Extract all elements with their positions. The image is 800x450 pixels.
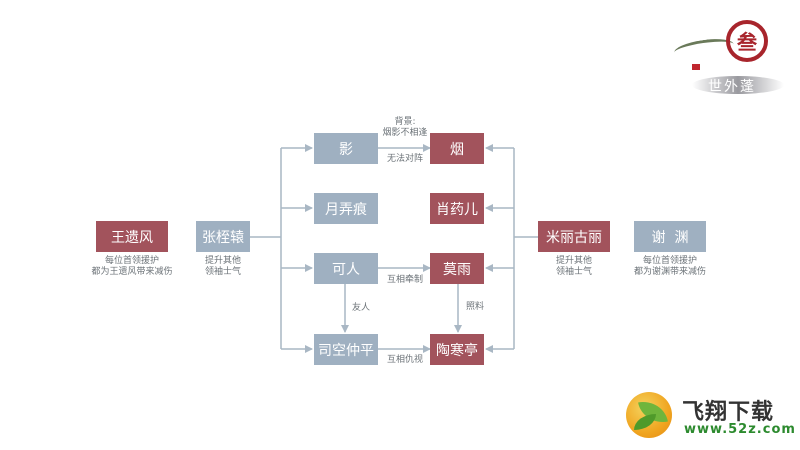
note-zhang: 提升其他 领袖士气 (193, 256, 253, 278)
note-zhang-line1: 提升其他 (204, 256, 241, 266)
node-mili-guli: 米丽古丽 (538, 221, 610, 252)
node-ke-ren: 可人 (314, 253, 378, 284)
label-background-line1: 背景: (394, 117, 416, 127)
logo-seal-ring (726, 20, 768, 62)
label-background: 背景: 烟影不相逢 (370, 117, 440, 139)
note-mili: 提升其他 领袖士气 (544, 256, 604, 278)
logo-subtitle: 世外蓬 (708, 79, 756, 95)
label-keren-sikong: 友人 (351, 303, 370, 313)
node-xiao-yaoer: 肖药儿 (430, 193, 484, 224)
watermark-url: www.52z.com (684, 422, 796, 437)
note-wang-line1: 每位首领援护 (104, 256, 159, 266)
note-xie-line2: 都为谢渊带来减伤 (633, 267, 706, 277)
node-sikong-zhongping: 司空仲平 (314, 334, 378, 365)
node-yue-nonghen: 月弄痕 (314, 193, 378, 224)
label-moyu-tao: 照料 (465, 302, 484, 312)
node-tao-hanting: 陶寒亭 (430, 334, 484, 365)
node-mo-yu: 莫雨 (430, 253, 484, 284)
node-wang-yifeng: 王遗风 (96, 221, 168, 252)
note-mili-line1: 提升其他 (555, 256, 592, 266)
node-zhang-kuanyuan: 张桎辕 (196, 221, 250, 252)
label-keren-moyu: 互相牵制 (386, 275, 423, 285)
logo-seal-char: 叁 (737, 30, 757, 54)
logo-ink-wash (692, 76, 784, 94)
note-wang: 每位首领援护 都为王遗风带来减伤 (82, 256, 182, 278)
note-zhang-line2: 领袖士气 (204, 267, 241, 277)
note-wang-line2: 都为王遗风带来减伤 (91, 267, 173, 277)
logo-red-tag (692, 64, 700, 70)
node-ying: 影 (314, 133, 378, 164)
watermark-title: 飞翔下载 (682, 400, 775, 425)
note-xie: 每位首领援护 都为谢渊带来减伤 (620, 256, 720, 278)
label-sikong-tao: 互相仇视 (386, 355, 423, 365)
site-watermark: 飞翔下载 www.52z.com (626, 392, 796, 444)
node-yan: 烟 (430, 133, 484, 164)
node-xie-yuan: 谢 渊 (634, 221, 706, 252)
game-logo: 叁 世外蓬 (672, 18, 790, 103)
note-mili-line2: 领袖士气 (555, 267, 592, 277)
label-background-line2: 烟影不相逢 (382, 128, 428, 138)
note-xie-line1: 每位首领援护 (642, 256, 697, 266)
label-ying-yan: 无法对阵 (386, 154, 423, 164)
